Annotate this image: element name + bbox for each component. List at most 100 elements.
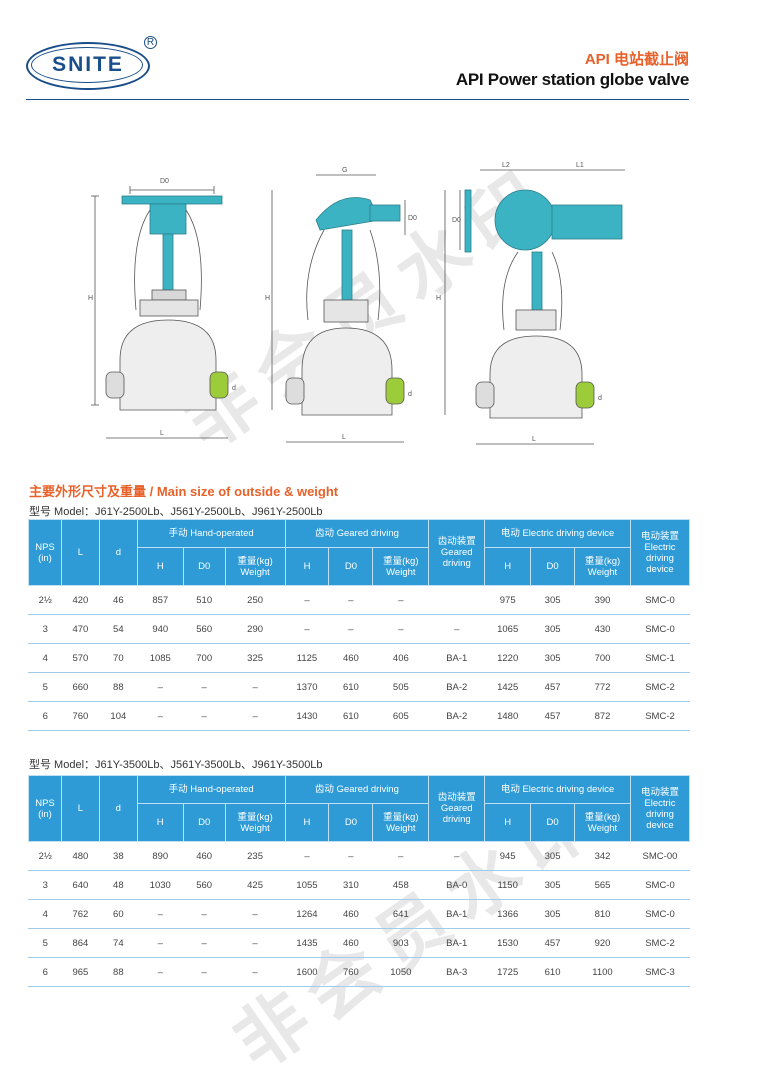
table-cell: 305	[530, 643, 575, 673]
table-cell: –	[225, 957, 286, 987]
table-cell: –	[372, 614, 429, 644]
table-cell: –	[285, 614, 329, 644]
table-cell: 4	[28, 899, 62, 929]
table-cell: –	[372, 841, 429, 871]
table-cell: –	[225, 672, 286, 702]
table-cell: 235	[225, 841, 286, 871]
table-cell: 760	[328, 957, 373, 987]
table-cell: 890	[137, 841, 184, 871]
table-cell: –	[137, 672, 184, 702]
table-cell: SMC-0	[630, 899, 690, 929]
col-geared-h: H	[284, 547, 330, 586]
table-cell: BA-3	[428, 957, 485, 987]
table-cell: 250	[225, 585, 286, 615]
model-line-3500: 型号 Model：J61Y-3500Lb、J561Y-3500Lb、J961Y-…	[29, 759, 323, 771]
table-cell: 857	[137, 585, 184, 615]
table-cell: 6	[28, 957, 62, 987]
table-cell: –	[137, 928, 184, 958]
col-geared-weight: 重量(kg) Weight	[372, 547, 430, 586]
table-cell: BA-1	[428, 899, 485, 929]
col-geared-device: 齿动装置 Geared driving	[428, 775, 486, 842]
col-electric-device: 电动装置 Electric driving device	[629, 775, 691, 842]
table-cell: BA-2	[428, 672, 485, 702]
dim-label-l-geared: L	[342, 434, 346, 441]
dim-label-d0-electric: D0	[452, 217, 461, 224]
table-cell: 510	[183, 585, 226, 615]
col-geared-d0: D0	[328, 547, 374, 586]
table-cell: 1150	[484, 870, 531, 900]
table-cell	[428, 585, 485, 615]
table-cell: SMC-0	[630, 870, 690, 900]
table-cell: 1725	[484, 957, 531, 987]
dim-label-h-geared: H	[265, 295, 270, 302]
brand-logo: SNITE	[26, 42, 150, 90]
table-cell: 762	[61, 899, 100, 929]
col-electric-h: H	[484, 803, 532, 842]
logo-oval	[26, 42, 150, 90]
table-cell: 5	[28, 672, 62, 702]
dim-label-h: H	[88, 295, 93, 302]
table-cell: 74	[99, 928, 138, 958]
table-cell: 1366	[484, 899, 531, 929]
table-cell: 2½	[28, 585, 62, 615]
col-l: L	[60, 519, 100, 586]
table-cell: 60	[99, 899, 138, 929]
table-cell: SMC-00	[630, 841, 690, 871]
table-cell: 700	[183, 643, 226, 673]
table-cell: 975	[484, 585, 531, 615]
logo-oval-inner	[31, 47, 143, 83]
table-cell: 305	[530, 899, 575, 929]
table-cell: 945	[484, 841, 531, 871]
col-hand-weight: 重量(kg) Weight	[224, 803, 286, 842]
col-electric-d0: D0	[530, 803, 576, 842]
table-cell: BA-2	[428, 701, 485, 731]
table-cell: 565	[574, 870, 631, 900]
page-title-en: API Power station globe valve	[455, 70, 689, 89]
table-cell: 570	[61, 643, 100, 673]
table-cell: SMC-2	[630, 928, 690, 958]
table-cell: 560	[183, 870, 226, 900]
table-cell: –	[137, 701, 184, 731]
dim-label-d0: D0	[160, 178, 169, 185]
valve-hand-operated: D0 H L d	[88, 178, 236, 439]
table-cell: 872	[574, 701, 631, 731]
col-d: d	[98, 519, 138, 586]
col-electric-h: H	[484, 547, 532, 586]
valve-drawings: D0 H L d G D0	[88, 162, 625, 445]
table-cell: 760	[61, 701, 100, 731]
table-cell: 305	[530, 841, 575, 871]
table-cell: –	[183, 928, 226, 958]
table-cell: SMC-2	[630, 672, 690, 702]
table-cell: SMC-3	[630, 957, 690, 987]
table-cell: 305	[530, 870, 575, 900]
table-cell: 6	[28, 701, 62, 731]
dim-label-l: L	[160, 430, 164, 437]
col-hand-h: H	[136, 547, 184, 586]
table-cell: 5	[28, 928, 62, 958]
table-cell: 305	[530, 614, 575, 644]
table-cell: 88	[99, 957, 138, 987]
table-cell: 1085	[137, 643, 184, 673]
col-electric-d0: D0	[530, 547, 576, 586]
table-cell: 305	[530, 585, 575, 615]
col-electric-device: 电动装置 Electric driving device	[629, 519, 691, 586]
table-cell: SMC-0	[630, 585, 690, 615]
table-cell: 864	[61, 928, 100, 958]
table-cell: 1065	[484, 614, 531, 644]
dim-label-g: G	[342, 167, 347, 174]
table-cell: 290	[225, 614, 286, 644]
table-cell: 1600	[285, 957, 329, 987]
table-cell: –	[183, 957, 226, 987]
table-cell: –	[137, 957, 184, 987]
table-cell: 965	[61, 957, 100, 987]
group-geared-driving: 齿动 Geared driving	[284, 519, 430, 548]
table-cell: 700	[574, 643, 631, 673]
table-cell: 460	[328, 643, 373, 673]
